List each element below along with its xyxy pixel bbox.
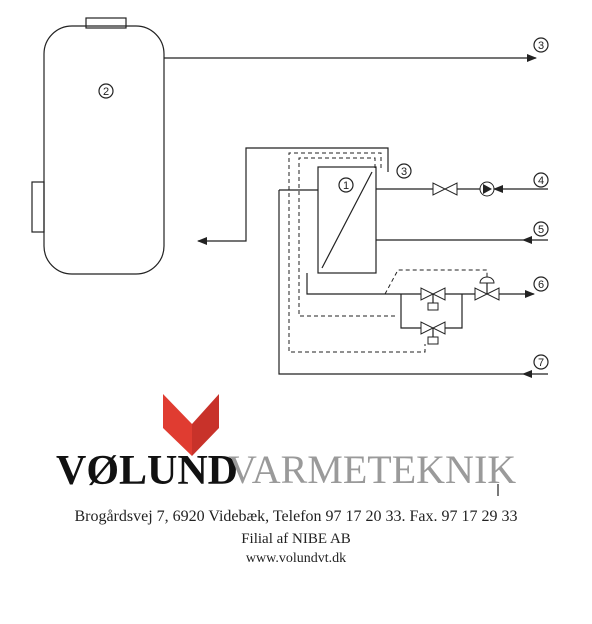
thermostatic-valve-icon [474, 276, 500, 301]
callout-5: 5 [533, 221, 549, 237]
line-7-arrow [522, 370, 532, 378]
control-line-outer [288, 152, 426, 353]
svg-text:3: 3 [538, 40, 544, 52]
svg-text:6: 6 [538, 279, 544, 291]
tank-return-pipe [197, 147, 389, 245]
line-7-pipe-b [278, 190, 548, 375]
svg-text:1: 1 [343, 180, 349, 192]
callout-7: 7 [533, 354, 549, 370]
control-line-valve [384, 269, 488, 295]
control-line-inner [298, 157, 396, 317]
control-valve-icon [420, 287, 446, 311]
heat-exchanger [317, 166, 377, 274]
svg-text:4: 4 [538, 175, 544, 187]
callout-3-exchanger: 3 [396, 163, 412, 179]
callout-4: 4 [533, 172, 549, 188]
company-website-link[interactable]: www.volundvt.dk [245, 551, 347, 566]
bypass-pipe-b [445, 294, 463, 329]
bypass-pipe-a [400, 294, 421, 329]
brand-name-secondary: VARMETEKNIK [228, 447, 517, 492]
bypass-valve-icon [420, 321, 446, 345]
callout-2: 2 [98, 83, 114, 99]
callout-1: 1 [338, 177, 354, 193]
storage-tank [31, 17, 165, 275]
ball-valve-icon [432, 182, 458, 196]
callout-3-top: 3 [533, 37, 549, 53]
brand-name-primary: VØLUND [56, 448, 239, 494]
line-5-arrow [522, 236, 532, 244]
company-address: Brogårdsvej 7, 6920 Videbæk, Telefon 97 … [74, 508, 518, 525]
svg-text:7: 7 [538, 357, 544, 369]
volund-logo-icon [163, 394, 219, 456]
pump-icon [479, 181, 495, 197]
line-6-pipe-a [306, 273, 421, 295]
svg-text:5: 5 [538, 224, 544, 236]
callout-6: 6 [533, 276, 549, 292]
svg-text:3: 3 [401, 166, 407, 178]
svg-text:2: 2 [103, 86, 109, 98]
company-filial: Filial af NIBE AB [241, 531, 351, 547]
